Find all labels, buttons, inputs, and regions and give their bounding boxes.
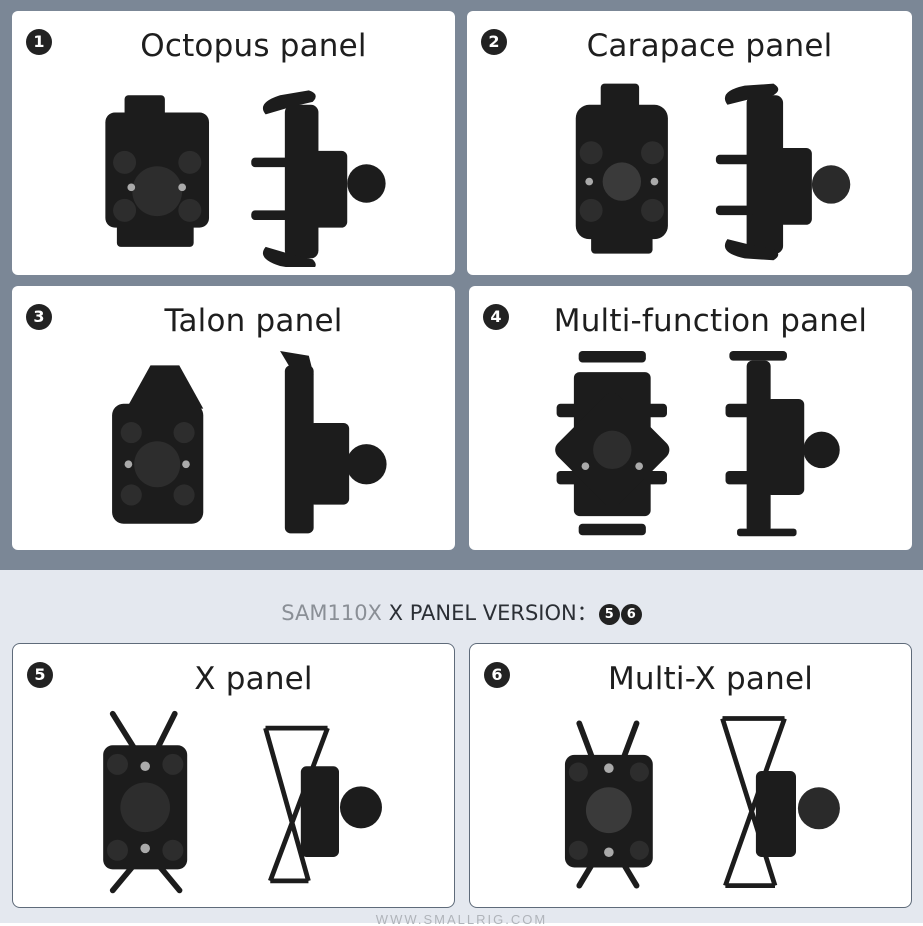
panel-title: Carapace panel <box>586 28 833 64</box>
panel-card-multi-x[interactable]: 6 Multi-X panel <box>469 643 912 908</box>
product-photo-octopus <box>12 76 455 267</box>
panel-card-header: 4 Multi-function panel <box>469 286 912 346</box>
multi-x-mount-illustration <box>564 716 840 889</box>
version-label: X PANEL VERSION： <box>381 601 598 625</box>
model-name: SAM110X <box>281 601 382 625</box>
x-mount-illustration <box>103 710 382 894</box>
octopus-mount-illustration <box>105 90 386 267</box>
panel-card-header: 2 Carapace panel <box>467 11 912 71</box>
footer-url: WWW.SMALLRIG.COM <box>375 912 548 926</box>
product-photo-carapace <box>467 76 912 267</box>
version-badge-5: 5 <box>598 604 620 625</box>
panel-card-multi-function[interactable]: 4 Multi-function panel <box>469 286 912 550</box>
number-badge: 4 <box>483 304 509 330</box>
talon-mount-illustration <box>112 351 387 534</box>
number-badge: 5 <box>27 662 53 688</box>
product-photo-multi-x <box>470 709 911 899</box>
version-badge-6: 6 <box>620 604 642 625</box>
product-photo-x <box>13 709 454 899</box>
panel-card-header: 6 Multi-X panel <box>470 644 911 704</box>
panel-title: Multi-function panel <box>553 303 868 339</box>
panel-title: Octopus panel <box>140 28 367 64</box>
panel-title: Talon panel <box>164 303 343 339</box>
panel-card-header: 1 Octopus panel <box>12 11 455 71</box>
panel-card-octopus[interactable]: 1 Octopus panel <box>12 11 455 275</box>
number-badge: 6 <box>484 662 510 688</box>
multi-function-mount-illustration <box>555 351 840 537</box>
panel-card-x[interactable]: 5 X panel <box>12 643 455 908</box>
carapace-mount-illustration <box>575 83 851 261</box>
panel-title: Multi-X panel <box>607 661 814 697</box>
panel-card-header: 5 X panel <box>13 644 454 704</box>
number-badge: 1 <box>26 29 52 55</box>
number-badge: 2 <box>481 29 507 55</box>
product-photo-multi-function <box>469 351 912 542</box>
product-photo-talon <box>12 351 455 542</box>
panel-card-carapace[interactable]: 2 Carapace panel <box>467 11 912 275</box>
panel-card-header: 3 Talon panel <box>12 286 455 346</box>
number-badge: 3 <box>26 304 52 330</box>
panel-card-talon[interactable]: 3 Talon panel <box>12 286 455 550</box>
panel-title: X panel <box>194 661 313 697</box>
